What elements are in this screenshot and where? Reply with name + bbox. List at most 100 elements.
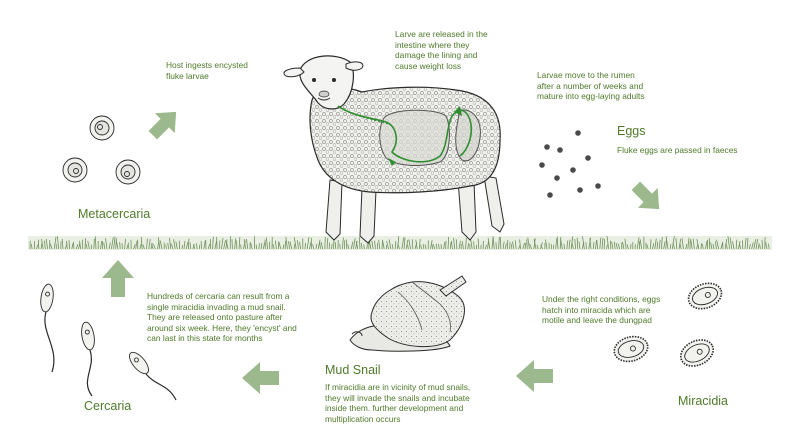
grass-blade — [767, 243, 770, 250]
grass-blade — [260, 242, 263, 250]
metacercaria-illustration — [62, 115, 141, 185]
grass-blade — [451, 240, 453, 250]
grass-blade — [306, 236, 310, 250]
grass-blade — [243, 239, 246, 250]
grass-blade — [282, 244, 285, 250]
grass-blade — [188, 238, 190, 250]
mud-snail-description: If miracidia are in vicinity of mud snai… — [325, 382, 471, 424]
grass-blade — [272, 244, 275, 250]
grass-blade — [470, 238, 473, 250]
grass-blade — [128, 244, 130, 250]
grass-blade — [223, 240, 226, 250]
grass-blade — [753, 239, 757, 250]
grass-blade — [422, 243, 425, 250]
grass-blade — [477, 238, 480, 250]
grass-blade — [473, 241, 475, 250]
grass-blade — [246, 238, 249, 250]
grass-blade — [320, 242, 323, 250]
grass-blade — [240, 244, 242, 250]
grass-blade — [702, 243, 704, 250]
grass-blade — [150, 243, 154, 250]
grass-blade — [710, 242, 713, 250]
grass-blade — [661, 236, 663, 250]
grass-blade — [103, 242, 106, 250]
grass-blade — [601, 237, 604, 250]
grass-blade — [391, 244, 394, 250]
grass-blade — [56, 236, 59, 250]
grass-blade — [157, 237, 161, 250]
grass-blade — [465, 237, 467, 250]
grass-blade — [411, 239, 414, 250]
grass-blade — [430, 240, 433, 250]
grass-blade — [150, 242, 153, 250]
grass-blade — [690, 238, 693, 250]
grass-blade — [595, 239, 598, 250]
grass-blade — [467, 243, 470, 250]
grass-blade — [656, 241, 659, 250]
grass-blade — [43, 240, 46, 250]
cercaria-description: Hundreds of cercaria can result from a s… — [147, 291, 297, 343]
miracidia-illustration — [613, 282, 723, 367]
grass-blade — [350, 241, 354, 250]
grass-blade — [100, 240, 103, 250]
grass-blade — [167, 242, 169, 250]
grass-blade — [555, 238, 557, 250]
grass-blade — [225, 240, 229, 250]
grass-blade — [214, 240, 218, 250]
grass-blade — [679, 244, 682, 250]
grass-blade — [735, 239, 738, 250]
grass-blade — [41, 239, 44, 250]
grass-blade — [192, 244, 195, 250]
grass-blade — [678, 238, 682, 250]
grass-blade — [289, 241, 293, 250]
grass-blade — [133, 244, 136, 250]
grass-blade — [293, 237, 297, 250]
grass-blade — [715, 241, 717, 250]
grass-blade — [566, 240, 569, 250]
grass-blade — [342, 237, 344, 250]
grass-blade — [105, 238, 108, 250]
grass-blade — [424, 244, 427, 250]
grass-blade — [626, 244, 629, 250]
cercaria-title: Cercaria — [84, 399, 132, 413]
grass-blade — [622, 241, 625, 250]
grass-blade — [692, 238, 695, 250]
grass-blade — [407, 244, 409, 250]
grass-blade — [617, 243, 620, 250]
grass-blade — [438, 243, 440, 250]
grass-blade — [85, 243, 88, 250]
grass-blade — [258, 243, 260, 250]
grass-blade — [582, 236, 585, 250]
grass-blade — [524, 242, 527, 250]
grass-blade — [84, 238, 87, 250]
sheep-illustration — [283, 55, 505, 244]
grass-blade — [75, 244, 79, 250]
grass-blade — [540, 244, 543, 250]
grass-blade — [729, 237, 733, 250]
grass-blade — [148, 238, 151, 250]
grass-blade — [30, 243, 33, 250]
grass-blade — [94, 236, 97, 250]
grass-blade — [203, 240, 206, 250]
grass-blade — [485, 244, 487, 250]
grass-blade — [139, 243, 142, 250]
grass-blade — [545, 239, 548, 250]
grass-blade — [183, 240, 186, 250]
grass-blade — [397, 236, 400, 250]
grass-blade — [461, 241, 464, 250]
grass-blade — [420, 244, 422, 250]
grass-blade — [168, 237, 172, 250]
grass-blade — [326, 237, 329, 250]
grass-blade — [570, 236, 574, 250]
grass-blade — [153, 244, 156, 250]
grass-blade — [443, 242, 446, 250]
grass-blade — [761, 239, 763, 250]
grass-blade — [196, 243, 198, 250]
grass-blade — [585, 242, 587, 250]
grass-blade — [705, 241, 708, 250]
grass-blade — [527, 237, 530, 250]
grass-blade — [765, 242, 768, 250]
grass-blade — [453, 237, 455, 250]
